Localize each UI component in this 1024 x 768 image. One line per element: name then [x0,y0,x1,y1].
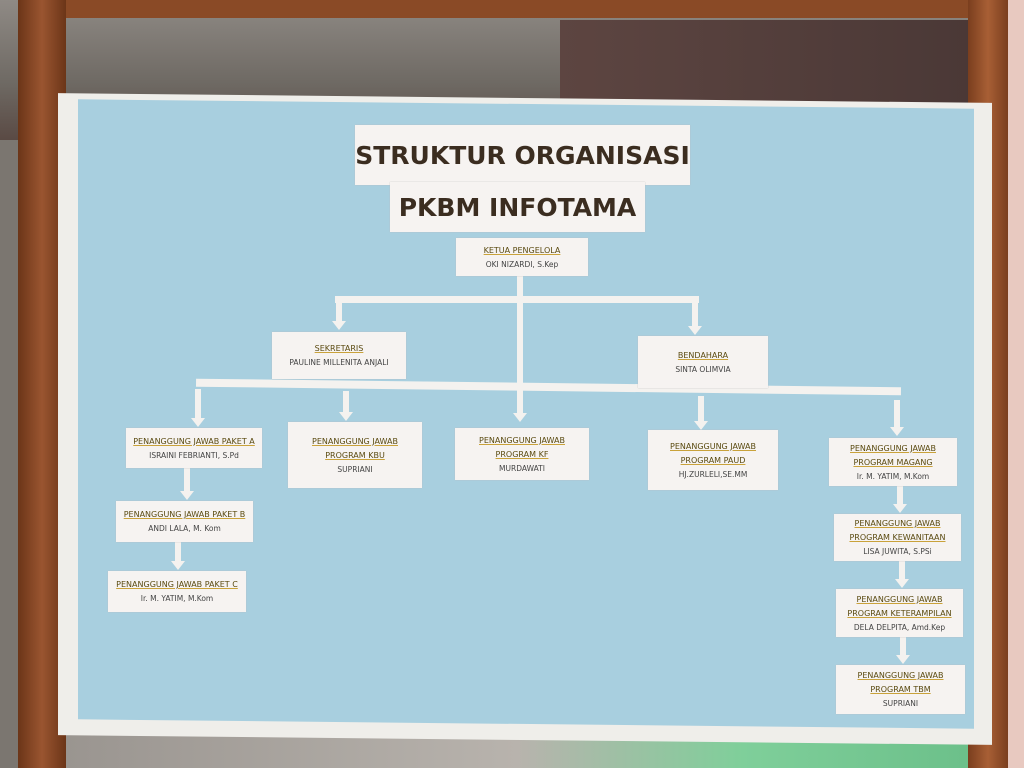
node-name: LISA JUWITA, S.PSi [863,547,932,556]
node-kf: PENANGGUNG JAWAB PROGRAM KF MURDAWATI [455,428,589,480]
node-name: SINTA OLIMVIA [675,364,731,374]
arrow-to-paud [694,396,708,430]
arrow-to-magang [890,400,904,436]
arrow-paket-a-to-b [180,468,194,500]
node-role: PENANGGUNG JAWAB [479,435,565,445]
arrow-to-kbu [339,391,353,421]
arrow-to-bendahara [688,300,702,335]
node-role: PENANGGUNG JAWAB [312,436,398,446]
wall [1008,0,1024,768]
node-role: PENANGGUNG JAWAB [670,441,756,451]
node-name: PAULINE MILLENITA ANJALI [289,358,389,367]
node-ketua: KETUA PENGELOLA OKI NIZARDI, S.Kep [456,238,588,276]
arrow-magang-to-kewanitaan [893,486,907,513]
node-name: Ir. M. YATIM, M.Kom [856,471,930,481]
arrow-to-paket-a [191,389,205,427]
node-role: PROGRAM KBU [325,450,385,460]
node-name: SUPRIANI [337,464,373,474]
node-name: Ir. M. YATIM, M.Kom [140,594,214,603]
node-role: PROGRAM PAUD [680,455,746,465]
arrow-paket-b-to-c [171,542,185,570]
node-kbu: PENANGGUNG JAWAB PROGRAM KBU SUPRIANI [288,422,422,488]
node-paket-c: PENANGGUNG JAWAB PAKET C Ir. M. YATIM, M… [108,571,246,612]
node-name: ANDI LALA, M. Kom [148,524,221,533]
node-role: PENANGGUNG JAWAB [857,671,944,680]
node-magang: PENANGGUNG JAWAB PROGRAM MAGANG Ir. M. Y… [829,438,957,486]
arrow-keterampilan-to-tbm [896,637,910,664]
node-role: PENANGGUNG JAWAB PAKET C [116,580,238,589]
node-role: BENDAHARA [677,350,729,360]
node-name: DELA DELPITA, Amd.Kep [853,622,946,632]
node-tbm: PENANGGUNG JAWAB PROGRAM TBM SUPRIANI [836,665,965,714]
node-role: PROGRAM MAGANG [853,457,933,467]
title-line2: PKBM INFOTAMA [390,182,645,232]
node-bendahara: BENDAHARA SINTA OLIMVIA [638,336,768,388]
node-role: PROGRAM TBM [870,685,931,694]
node-sekretaris: SEKRETARIS PAULINE MILLENITA ANJALI [272,332,406,379]
node-role: KETUA PENGELOLA [483,245,561,255]
arrow-ketua-down [513,276,527,422]
node-keterampilan: PENANGGUNG JAWAB PROGRAM KETERAMPILAN DE… [836,589,963,637]
node-name: ISRAINI FEBRIANTI, S.Pd [149,450,239,460]
window-frame-top [18,0,1008,18]
node-paud: PENANGGUNG JAWAB PROGRAM PAUD HJ.ZURLELI… [648,430,778,490]
node-role: PENANGGUNG JAWAB PAKET A [133,436,255,446]
node-name: SUPRIANI [882,699,919,708]
node-role: PROGRAM KF [495,449,549,459]
node-role: PENANGGUNG JAWAB PAKET B [123,510,246,519]
arrow-to-sekretaris [332,300,346,330]
node-kewanitaan: PENANGGUNG JAWAB PROGRAM KEWANITAAN LISA… [834,514,961,561]
node-name: HJ.ZURLELI,SE.MM [678,469,748,479]
connector-bar-top [335,296,699,303]
node-paket-a: PENANGGUNG JAWAB PAKET A ISRAINI FEBRIAN… [126,428,262,468]
node-role: PENANGGUNG JAWAB [854,519,941,528]
title-line1: STRUKTUR ORGANISASI [355,125,690,185]
node-name: MURDAWATI [499,463,545,473]
node-role: PENANGGUNG JAWAB [856,594,943,604]
node-role: PENANGGUNG JAWAB [850,443,936,453]
node-role: PROGRAM KEWANITAAN [849,533,946,542]
node-name: OKI NIZARDI, S.Kep [485,259,559,269]
node-paket-b: PENANGGUNG JAWAB PAKET B ANDI LALA, M. K… [116,501,253,542]
arrow-kewanitaan-to-keterampilan [895,561,909,588]
node-role: PROGRAM KETERAMPILAN [847,608,952,618]
node-role: SEKRETARIS [314,344,364,353]
